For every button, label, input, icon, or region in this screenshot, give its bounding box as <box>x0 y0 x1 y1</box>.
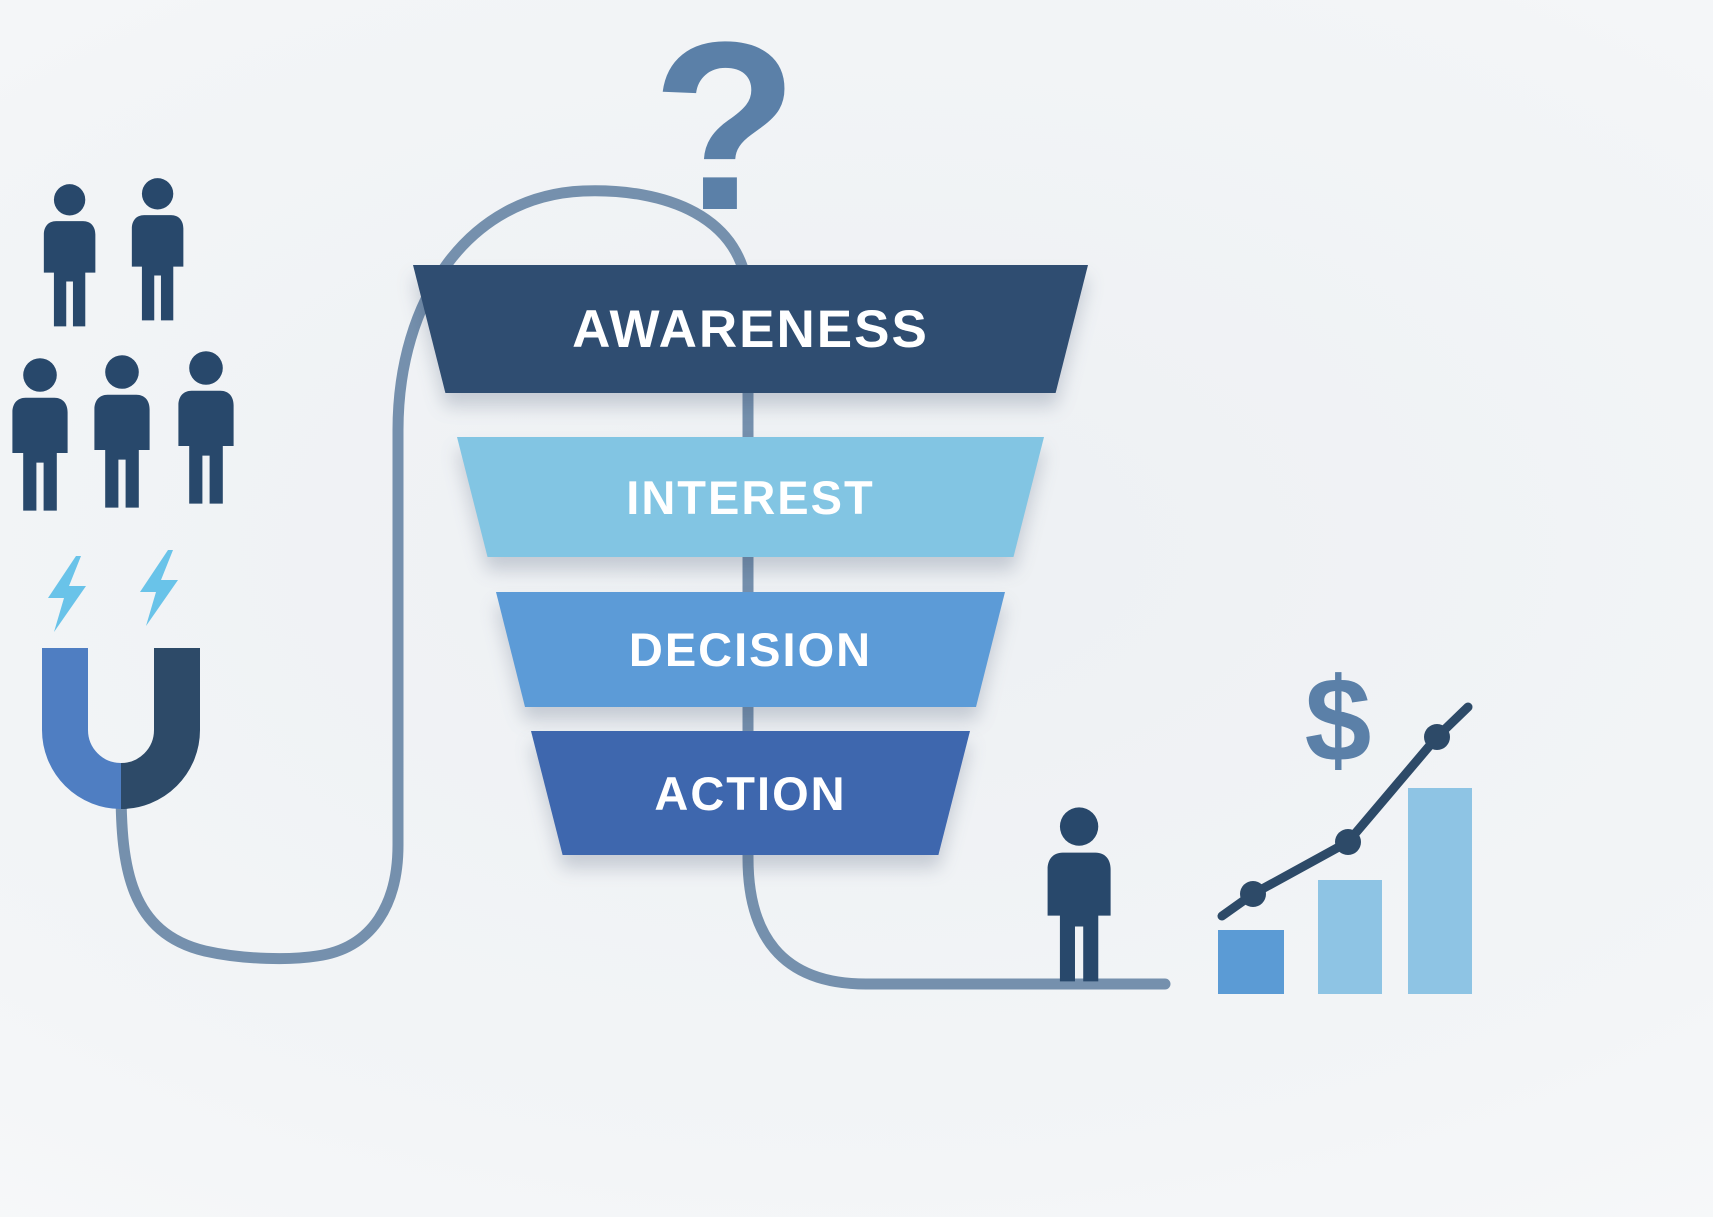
funnel-stage-label: ACTION <box>654 766 847 820</box>
bar <box>1408 788 1472 994</box>
funnel-stage-shape: ACTION <box>531 731 970 855</box>
funnel-stage-decision: DECISION <box>496 592 1005 707</box>
funnel-stage-action: ACTION <box>531 731 970 855</box>
growth-chart-icon <box>1217 702 1473 994</box>
flow-line <box>115 185 1171 990</box>
funnel-stage-label: DECISION <box>628 623 873 676</box>
bar <box>1318 880 1382 994</box>
audience-group-icon <box>12 178 234 511</box>
dollar-icon: $ <box>1304 653 1372 787</box>
funnel-stage-interest: INTEREST <box>457 437 1044 557</box>
lightning-icon <box>140 550 178 626</box>
trend-dot <box>1424 724 1450 750</box>
trend-dot <box>1240 881 1266 907</box>
magnet-icon <box>42 648 200 809</box>
customer-person-icon <box>1047 807 1111 982</box>
funnel-stage-label: AWARENESS <box>572 299 929 359</box>
audience-person-icon <box>94 355 150 508</box>
funnel-stage-shape: DECISION <box>496 592 1005 707</box>
bar <box>1218 930 1284 994</box>
lightning-icon <box>48 556 86 632</box>
audience-person-icon <box>12 358 68 511</box>
trend-dot <box>1335 829 1361 855</box>
funnel-stage-shape: AWARENESS <box>413 265 1088 393</box>
funnel-stage-label: INTEREST <box>626 470 875 524</box>
audience-person-icon <box>131 178 184 321</box>
audience-person-icon <box>43 184 96 327</box>
audience-person-icon <box>178 351 234 504</box>
question-mark-icon: ? <box>651 0 799 260</box>
funnel-stage-shape: INTEREST <box>457 437 1044 557</box>
funnel-stage-awareness: AWARENESS <box>413 265 1088 393</box>
